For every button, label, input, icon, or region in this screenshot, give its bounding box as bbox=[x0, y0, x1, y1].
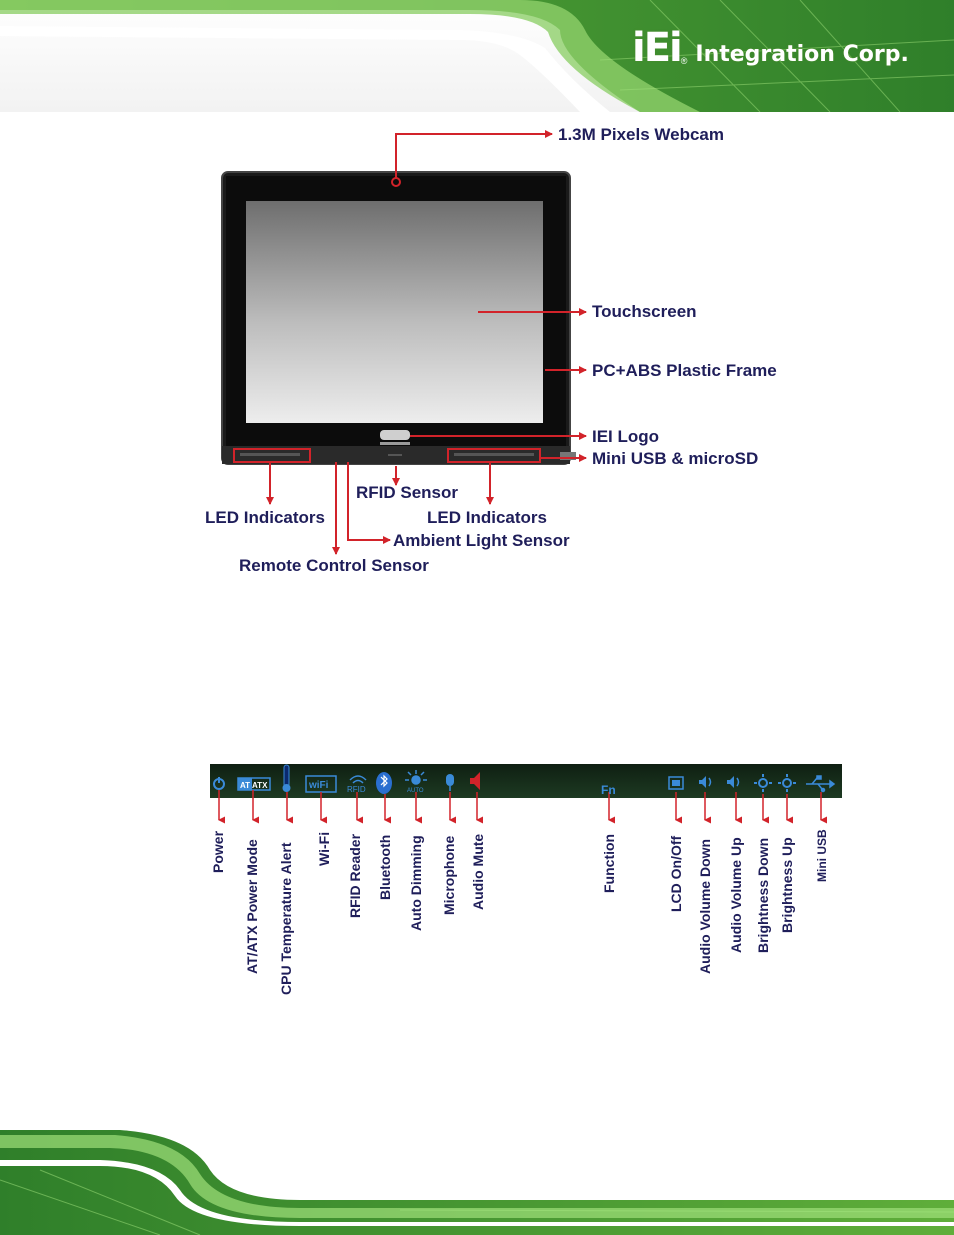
led-strip-diagram: AT ATX wiFi RFID AUTO Fn bbox=[210, 764, 842, 824]
led-label-auto: Auto Dimming bbox=[408, 835, 424, 931]
led-label-brightdown: Brightness Down bbox=[755, 837, 771, 953]
thermometer-icon bbox=[282, 764, 291, 792]
callout-ambient: Ambient Light Sensor bbox=[393, 531, 570, 550]
led-right-highlight bbox=[447, 448, 541, 463]
volume-up-icon bbox=[727, 776, 740, 788]
header-background bbox=[0, 0, 954, 112]
led-label-brightup: Brightness Up bbox=[779, 837, 795, 933]
registered-mark: ® bbox=[680, 56, 688, 66]
footer-banner bbox=[0, 1130, 954, 1235]
volume-down-icon bbox=[699, 776, 712, 788]
header-banner: iEi ® Integration Corp. bbox=[0, 0, 954, 112]
rfid-icon bbox=[349, 775, 367, 784]
led-label-power: Power bbox=[210, 830, 226, 873]
brightness-down-icon bbox=[754, 774, 772, 792]
led-strip-bar bbox=[210, 764, 842, 798]
led-icons bbox=[213, 764, 836, 794]
led-label-bluetooth: Bluetooth bbox=[377, 834, 393, 900]
callout-led-right: LED Indicators bbox=[427, 508, 547, 527]
tablet-front bbox=[221, 171, 576, 465]
led-label-mic: Microphone bbox=[441, 835, 457, 915]
callout-rfid: RFID Sensor bbox=[356, 483, 459, 502]
callout-remote: Remote Control Sensor bbox=[239, 556, 429, 575]
led-label-lcd: LCD On/Off bbox=[668, 835, 684, 912]
bluetooth-icon bbox=[376, 772, 392, 794]
led-label-miniusb: Mini USB bbox=[815, 829, 829, 882]
led-label-voldown: Audio Volume Down bbox=[697, 838, 713, 974]
rfid-icon-text: RFID bbox=[347, 785, 366, 794]
audio-mute-icon bbox=[470, 772, 480, 790]
lcd-icon bbox=[668, 776, 684, 790]
led-label-wifi: Wi-Fi bbox=[316, 831, 332, 866]
led-label-rfid: RFID Reader bbox=[347, 833, 363, 918]
usb-icon bbox=[806, 775, 836, 793]
led-arrows bbox=[218, 790, 827, 824]
callout-led-left: LED Indicators bbox=[205, 508, 325, 527]
callout-frame: PC+ABS Plastic Frame bbox=[592, 361, 777, 380]
fn-key-text: Fn bbox=[601, 783, 616, 797]
led-label-cpu: CPU Temperature Alert bbox=[278, 842, 294, 995]
callout-usb: Mini USB & microSD bbox=[592, 449, 759, 468]
led-left-highlight bbox=[233, 448, 311, 463]
power-icon bbox=[213, 777, 225, 790]
callout-logo: IEI Logo bbox=[592, 427, 660, 446]
company-logo: iEi ® Integration Corp. bbox=[632, 25, 909, 71]
callout-touchscreen: Touchscreen bbox=[592, 302, 697, 321]
callout-webcam: 1.3M Pixels Webcam bbox=[558, 125, 724, 144]
led-label-function: Function bbox=[601, 833, 617, 893]
atatx-icon bbox=[237, 777, 271, 791]
led-label-atatx: AT/ATX Power Mode bbox=[244, 839, 260, 974]
wifi-icon-text: wiFi bbox=[308, 780, 329, 791]
microphone-icon bbox=[446, 774, 454, 791]
brightness-up-icon bbox=[778, 774, 796, 792]
atatx-icon-text: AT ATX bbox=[240, 781, 268, 790]
led-label-mute: Audio Mute bbox=[470, 833, 486, 910]
led-label-volup: Audio Volume Up bbox=[728, 837, 744, 953]
auto-icon-text: AUTO bbox=[407, 788, 424, 794]
logo-text: Integration Corp. bbox=[695, 41, 909, 67]
callout-arrows bbox=[266, 130, 587, 555]
iei-logo-badge bbox=[380, 430, 410, 440]
front-panel-diagram bbox=[221, 130, 587, 555]
footer-background bbox=[0, 1130, 954, 1235]
auto-dimming-icon bbox=[405, 770, 427, 785]
logo-mark: iEi bbox=[632, 25, 683, 71]
